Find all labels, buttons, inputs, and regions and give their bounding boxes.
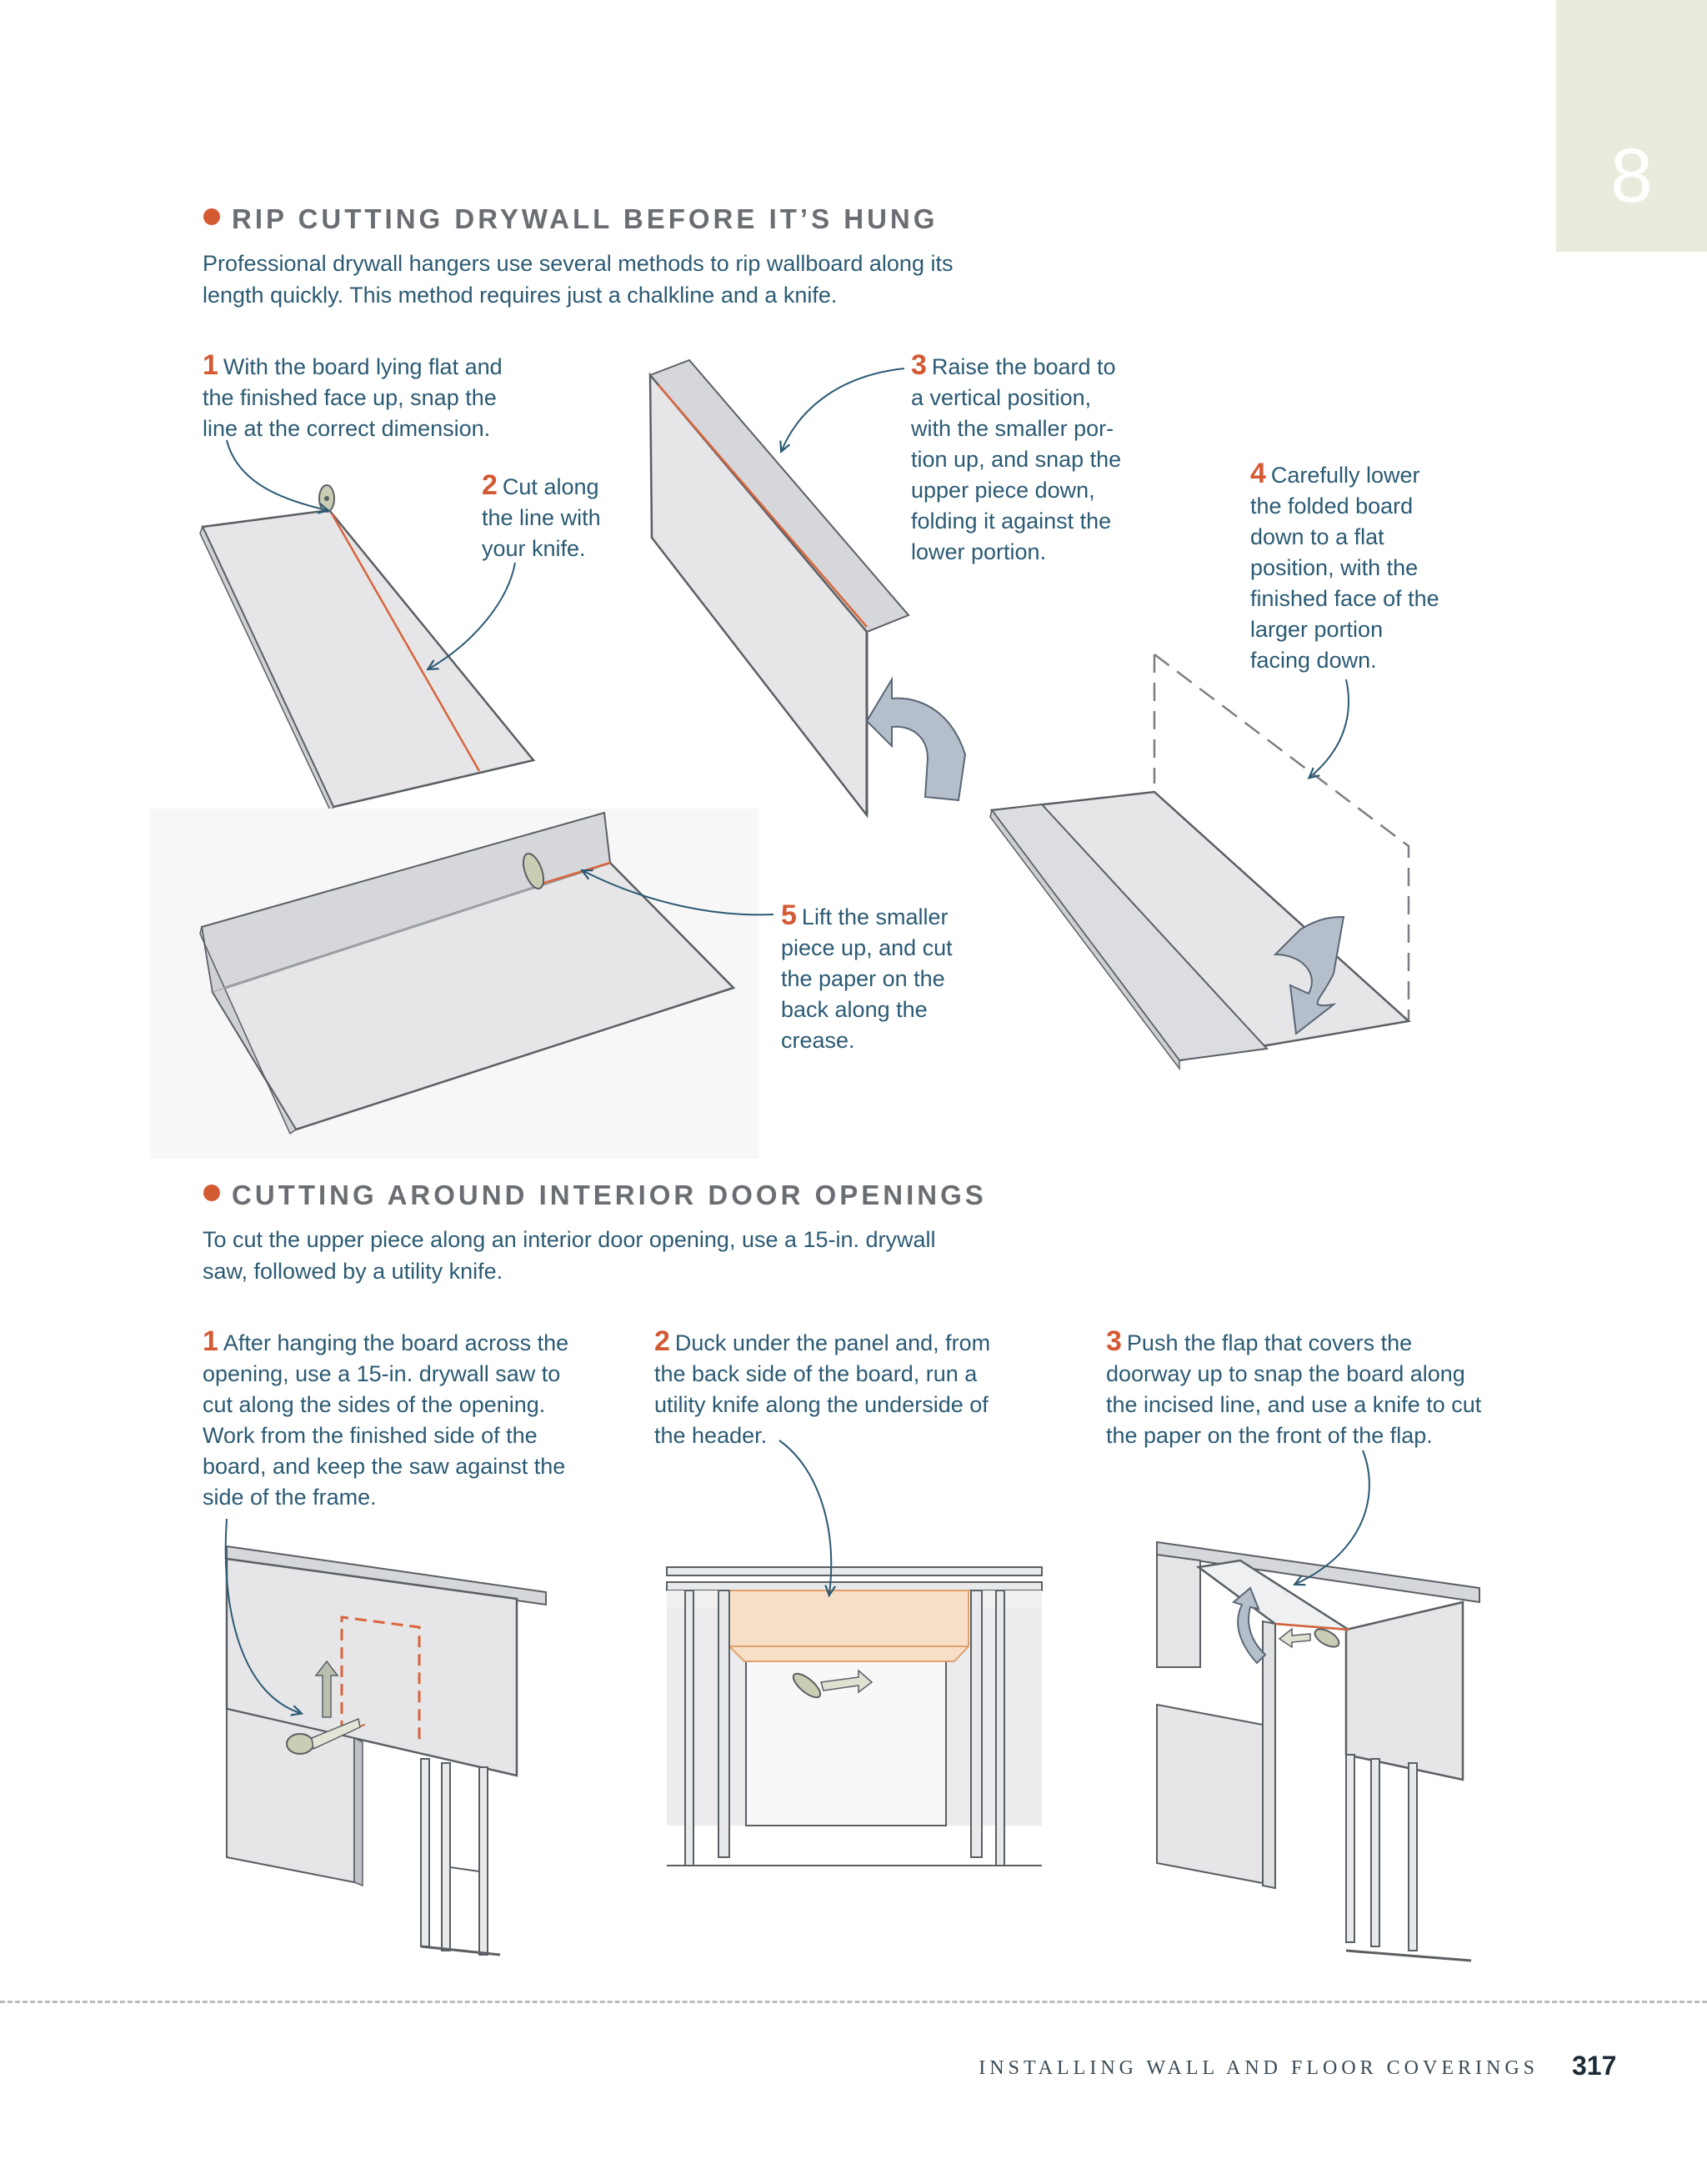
callout-line: Lift the smaller: [801, 904, 949, 929]
callout-line: Work from the finished side of the: [203, 1423, 538, 1448]
callout-line: line at the correct dimension.: [203, 416, 491, 441]
callout-line: side of the frame.: [203, 1485, 377, 1510]
heading-bullet-icon: [203, 208, 220, 225]
callout-line: the finished face up, snap the: [203, 385, 497, 410]
figure-door-flap: [1156, 1450, 1480, 1962]
callout-line: opening, use a 15-in. drywall saw to: [203, 1361, 561, 1386]
figure-lifted-board: [150, 809, 774, 1159]
callout-line: the line with: [482, 505, 601, 530]
step-number: 4: [1250, 458, 1266, 489]
leader-step1: [226, 439, 327, 510]
step-number: 3: [911, 349, 927, 381]
figure-door-knife: [666, 1440, 1043, 1866]
footer-divider: [0, 2001, 1707, 2003]
chapter-tab: 8: [1556, 0, 1707, 252]
callout-line: Duck under the panel and, from: [674, 1330, 991, 1355]
rotate-arrow-icon: [865, 676, 967, 802]
heading-bullet-icon: [203, 1185, 220, 1201]
leader-door-step3: [1296, 1450, 1370, 1584]
figure-door-saw: [224, 1518, 547, 1956]
section2-heading-text: CUTTING AROUND INTERIOR DOOR OPENINGS: [232, 1180, 987, 1210]
leader-door-step2: [778, 1440, 831, 1594]
leader-step2: [429, 562, 516, 669]
callout-line: the paper on the front of the flap.: [1106, 1423, 1433, 1448]
section2-intro: To cut the upper piece along an interior…: [203, 1224, 1036, 1287]
callout-line: the paper on the: [781, 966, 945, 991]
utility-knife-icon-2: [792, 1669, 874, 1699]
lower-arrow-icon: [1273, 915, 1345, 1035]
chalkline-tool-icon: [318, 484, 335, 513]
callout-line: back along the: [781, 997, 928, 1022]
page-number: 317: [1572, 2051, 1617, 2081]
callout-line: finished face of the: [1250, 586, 1439, 611]
step-number: 2: [482, 469, 498, 501]
section1-intro: Professional drywall hangers use several…: [203, 248, 1036, 311]
leader-door-step1: [224, 1518, 300, 1713]
up-arrow-icon: [314, 1660, 339, 1718]
callout-line: Cut along: [502, 474, 599, 499]
callout-line: the folded board: [1250, 493, 1414, 518]
callout-line: upper piece down,: [911, 478, 1095, 503]
callout-line: Push the flap that covers the: [1126, 1330, 1413, 1355]
figure-vertical-board: [648, 358, 967, 819]
callout-line: larger portion: [1250, 617, 1384, 642]
callout-line: down to a flat: [1250, 524, 1384, 549]
section2-heading: CUTTING AROUND INTERIOR DOOR OPENINGS: [203, 1180, 987, 1211]
section2-intro-line: To cut the upper piece along an interior…: [203, 1227, 936, 1252]
figure-flat-board: [199, 439, 536, 816]
callout-line: the back side of the board, run a: [654, 1361, 978, 1386]
drywall-saw-icon: [286, 1717, 361, 1755]
push-arrow-icon: [1231, 1586, 1267, 1665]
callout-line: with the smaller por-: [911, 416, 1114, 441]
section1-heading: RIP CUTTING DRYWALL BEFORE IT’S HUNG: [203, 203, 938, 235]
callout-line: your knife.: [482, 536, 586, 561]
chalk-line: [330, 513, 481, 772]
callout-line: a vertical position,: [911, 385, 1092, 410]
callout-line: cut along the sides of the opening.: [203, 1392, 546, 1417]
section1-intro-line: length quickly. This method requires jus…: [203, 283, 838, 308]
leader-step5: [583, 871, 774, 916]
step-number: 1: [203, 349, 218, 381]
section2-intro-line: saw, followed by a utility knife.: [203, 1259, 503, 1284]
leader-step3: [782, 368, 905, 450]
callout-line: facing down.: [1250, 648, 1377, 673]
callout-line: After hanging the board across the: [223, 1330, 569, 1355]
callout-line: folding it against the: [911, 508, 1112, 533]
step-number: 1: [203, 1325, 218, 1357]
callout-line: piece up, and cut: [781, 935, 953, 960]
section1-intro-line: Professional drywall hangers use several…: [203, 251, 954, 276]
section1-heading-text: RIP CUTTING DRYWALL BEFORE IT’S HUNG: [232, 203, 939, 234]
callout-line: the incised line, and use a knife to cut: [1106, 1392, 1482, 1417]
figure-lowered-board: [989, 654, 1411, 1071]
callout-line: position, with the: [1250, 555, 1419, 580]
callout-line: Raise the board to: [931, 354, 1116, 379]
callout-line: tion up, and snap the: [911, 447, 1122, 472]
step-number: 5: [781, 899, 797, 931]
utility-knife-icon: [522, 853, 545, 889]
running-head: INSTALLING WALL AND FLOOR COVERINGS: [979, 2057, 1539, 2079]
callout-line: the header.: [654, 1423, 768, 1448]
callout-line: lower portion.: [911, 539, 1047, 564]
step-number: 2: [654, 1325, 670, 1357]
callout-line: board, and keep the saw against the: [203, 1454, 566, 1479]
callout-line: doorway up to snap the board along: [1106, 1361, 1465, 1386]
header-highlight: [728, 1590, 969, 1662]
utility-knife-icon-3: [1278, 1627, 1340, 1649]
callout-line: With the board lying flat and: [223, 354, 503, 379]
callout-line: crease.: [781, 1028, 855, 1053]
callout-line: Carefully lower: [1270, 463, 1420, 488]
leader-step4: [1310, 679, 1349, 777]
chapter-number: 8: [1609, 133, 1654, 218]
callout-line: utility knife along the underside of: [654, 1392, 989, 1417]
step-number: 3: [1106, 1325, 1122, 1357]
